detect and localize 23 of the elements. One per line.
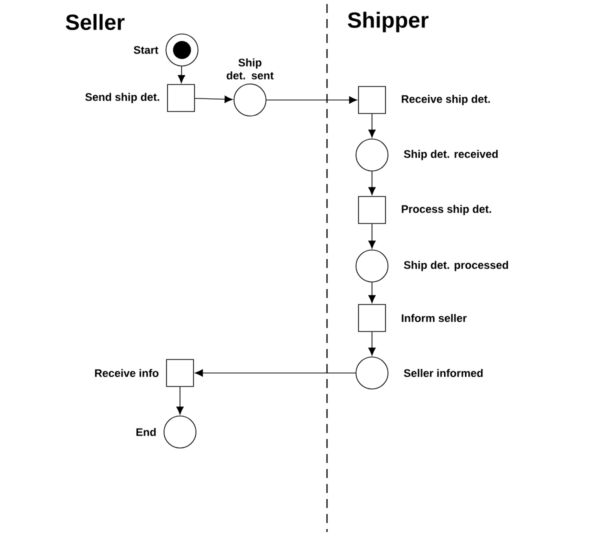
node-label: Ship det. received [404, 150, 498, 160]
arrow [368, 170, 376, 196]
node-label: Ship det. sent [226, 58, 274, 80]
node-label: Ship det. processed [404, 260, 508, 272]
node-label: Receive ship det. [402, 94, 490, 106]
node-label: Seller informed [404, 368, 483, 377]
node-label: Inform seller [402, 314, 467, 322]
arrow [178, 66, 186, 84]
arrow [266, 96, 358, 104]
arrow [368, 113, 376, 138]
arrow [176, 386, 184, 415]
node-label: Send ship det. [85, 92, 160, 104]
arrow [368, 223, 376, 249]
node-label: Start [134, 46, 158, 54]
node-label: End [136, 428, 156, 436]
node-label: Process ship det. [402, 204, 492, 216]
arrow [368, 331, 376, 356]
node-label: Receive info [95, 368, 158, 377]
lane-heading: Seller [66, 14, 125, 30]
arrow [194, 96, 233, 103]
lane-heading: Shipper [348, 12, 428, 32]
arrow [368, 282, 376, 304]
arrow [194, 369, 356, 377]
